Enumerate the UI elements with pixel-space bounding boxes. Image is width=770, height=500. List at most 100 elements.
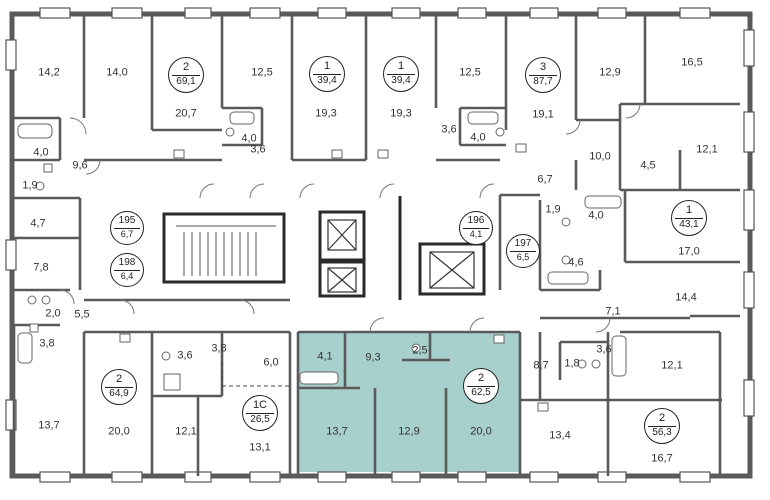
room-area-label: 3,6 bbox=[250, 143, 266, 156]
service-room-badge[interactable]: 195 6,7 bbox=[110, 211, 144, 245]
room-area-label: 9,3 bbox=[365, 351, 381, 364]
apartment-badge[interactable]: 3 87,7 bbox=[525, 57, 561, 93]
room-area-label: 4,6 bbox=[568, 256, 584, 269]
apartment-badge[interactable]: 1 39,4 bbox=[309, 56, 345, 92]
apartment-badge[interactable]: 1 39,4 bbox=[383, 56, 419, 92]
apartment-badge[interactable]: 1С 26,5 bbox=[242, 395, 278, 431]
apartment-area: 39,4 bbox=[317, 75, 337, 86]
service-room-area: 4,1 bbox=[469, 229, 483, 239]
apartment-area: 87,7 bbox=[533, 76, 553, 87]
apartment-badge[interactable]: 2 64,9 bbox=[101, 369, 137, 405]
room-area-label: 12,1 bbox=[696, 143, 718, 156]
service-room-area: 6,5 bbox=[516, 252, 530, 262]
apartment-area: 26,5 bbox=[250, 414, 270, 425]
room-area-label: 3,6 bbox=[596, 343, 612, 356]
apartment-badge[interactable]: 2 62,5 bbox=[463, 368, 499, 404]
room-area-label: 1,9 bbox=[545, 203, 561, 216]
room-area-label: 12,9 bbox=[398, 425, 420, 438]
badge-divider bbox=[463, 228, 489, 229]
apartment-rooms: 2 bbox=[182, 61, 190, 73]
room-area-label: 19,3 bbox=[390, 107, 412, 120]
badge-divider bbox=[246, 413, 274, 414]
bathroom-fixtures bbox=[17, 111, 627, 412]
room-area-label: 3,6 bbox=[441, 123, 457, 136]
service-room-badge[interactable]: 196 4,1 bbox=[459, 211, 493, 245]
room-area-label: 14,0 bbox=[106, 66, 128, 79]
door-swings bbox=[59, 103, 641, 333]
badge-divider bbox=[387, 74, 415, 75]
badge-divider bbox=[510, 251, 536, 252]
room-area-label: 14,4 bbox=[675, 291, 697, 304]
badge-divider bbox=[105, 387, 133, 388]
interior-walls bbox=[12, 14, 740, 476]
room-area-label: 12,1 bbox=[175, 425, 197, 438]
badge-divider bbox=[675, 218, 703, 219]
apartment-area: 39,4 bbox=[391, 75, 411, 86]
service-room-badge[interactable]: 198 6,4 bbox=[110, 253, 144, 287]
badge-divider bbox=[648, 426, 676, 427]
badge-divider bbox=[172, 75, 200, 76]
room-area-label: 6,0 bbox=[263, 356, 279, 369]
room-area-label: 13,7 bbox=[38, 419, 60, 432]
apartment-area: 64,9 bbox=[109, 388, 129, 399]
room-area-label: 7,1 bbox=[605, 305, 621, 318]
apartment-rooms: 1 bbox=[685, 204, 693, 216]
service-room-badge[interactable]: 197 6,5 bbox=[506, 234, 540, 268]
badge-divider bbox=[114, 228, 140, 229]
room-area-label: 19,1 bbox=[532, 108, 554, 121]
room-area-label: 12,5 bbox=[459, 66, 481, 79]
apartment-rooms: 2 bbox=[658, 412, 666, 424]
service-room-area: 6,7 bbox=[120, 229, 134, 239]
room-area-label: 4,0 bbox=[588, 209, 604, 222]
room-area-label: 14,2 bbox=[38, 66, 60, 79]
room-area-label: 9,6 bbox=[72, 159, 88, 172]
room-area-label: 3,8 bbox=[39, 337, 55, 350]
room-area-label: 16,5 bbox=[681, 56, 703, 69]
apartment-rooms: 1С bbox=[252, 399, 268, 411]
windows bbox=[5, 7, 755, 483]
service-room-number: 195 bbox=[118, 215, 136, 226]
room-area-label: 8,7 bbox=[533, 359, 549, 372]
service-room-number: 197 bbox=[514, 238, 532, 249]
building-core bbox=[162, 196, 486, 300]
room-area-label: 1,8 bbox=[564, 357, 580, 370]
apartment-rooms: 3 bbox=[539, 61, 547, 73]
apartment-rooms: 1 bbox=[323, 60, 331, 72]
room-area-label: 4,0 bbox=[241, 132, 257, 145]
apartment-area: 56,3 bbox=[652, 427, 672, 438]
service-room-area: 6,4 bbox=[120, 271, 134, 281]
room-area-label: 13,4 bbox=[549, 429, 571, 442]
service-room-number: 196 bbox=[467, 215, 485, 226]
room-area-label: 4,1 bbox=[317, 350, 333, 363]
room-area-label: 20,0 bbox=[470, 425, 492, 438]
room-area-label: 4,5 bbox=[640, 159, 656, 172]
lift-shaft-crosses bbox=[327, 219, 475, 293]
room-area-label: 12,9 bbox=[599, 66, 621, 79]
room-area-label: 4,0 bbox=[470, 131, 486, 144]
room-area-label: 13,7 bbox=[326, 425, 348, 438]
apartment-badge[interactable]: 2 56,3 bbox=[644, 408, 680, 444]
badge-divider bbox=[529, 75, 557, 76]
room-area-label: 6,7 bbox=[537, 173, 553, 186]
stair-flights bbox=[176, 225, 276, 276]
room-area-label: 2,0 bbox=[45, 307, 61, 320]
apartment-badge[interactable]: 1 43,1 bbox=[671, 200, 707, 236]
room-area-label: 20,0 bbox=[108, 425, 130, 438]
room-area-label: 1,9 bbox=[22, 179, 38, 192]
room-area-label: 4,7 bbox=[30, 217, 46, 230]
badge-divider bbox=[467, 386, 495, 387]
apartment-area: 43,1 bbox=[679, 219, 699, 230]
apartment-badge[interactable]: 2 69,1 bbox=[168, 57, 204, 93]
apartment-rooms: 1 bbox=[397, 60, 405, 72]
room-area-label: 5,5 bbox=[74, 308, 90, 321]
badge-divider bbox=[313, 74, 341, 75]
apartment-rooms: 2 bbox=[115, 373, 123, 385]
badge-divider bbox=[114, 270, 140, 271]
apartment-area: 62,5 bbox=[471, 387, 491, 398]
room-area-label: 3,6 bbox=[177, 349, 193, 362]
room-area-label: 19,3 bbox=[315, 107, 337, 120]
service-room-number: 198 bbox=[118, 257, 136, 268]
apartment-rooms: 2 bbox=[477, 372, 485, 384]
